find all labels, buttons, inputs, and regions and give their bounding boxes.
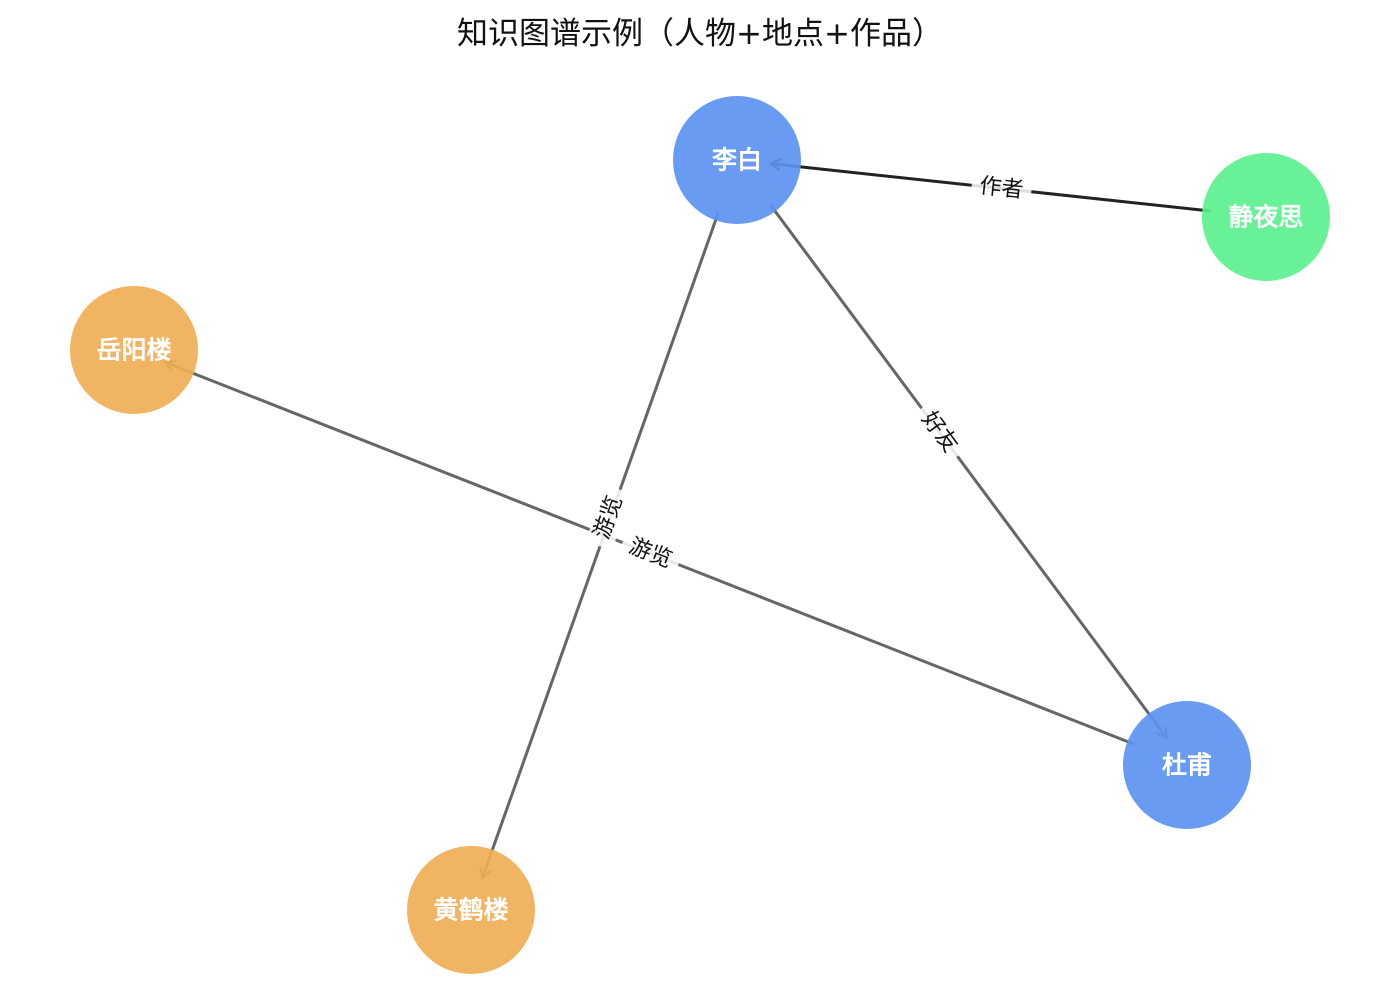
node-circle	[407, 846, 535, 974]
edges-layer	[166, 164, 1211, 878]
node-dufu[interactable]: 杜甫	[1123, 701, 1251, 829]
node-label: 李白	[712, 146, 762, 175]
node-label: 岳阳楼	[96, 336, 171, 365]
edge-label-background	[585, 484, 632, 551]
node-label: 静夜思	[1228, 203, 1303, 232]
node-label: 杜甫	[1162, 751, 1212, 780]
node-label: 黄鹤楼	[433, 896, 508, 925]
node-yueyanglou[interactable]: 岳阳楼	[70, 286, 198, 414]
edge-label-group-visit-yyl: 游览	[617, 529, 684, 578]
node-circle	[1123, 701, 1251, 829]
edge-friend	[769, 204, 1166, 738]
graph-title: 知识图谱示例（人物+地点+作品）	[457, 16, 943, 52]
edge-label-background	[970, 171, 1033, 206]
edge-label-group-author: 作者	[970, 171, 1033, 206]
edge-label: 作者	[978, 174, 1024, 204]
node-circle	[673, 96, 801, 224]
node-libai[interactable]: 李白	[673, 96, 801, 224]
edge-label-background	[617, 529, 684, 578]
node-huanghelou[interactable]: 黄鹤楼	[407, 846, 535, 974]
node-circle	[1202, 153, 1330, 281]
node-jingyesi[interactable]: 静夜思	[1202, 153, 1330, 281]
node-circle	[70, 286, 198, 414]
edge-label-background	[910, 399, 969, 465]
edge-label-group-friend: 好友	[910, 399, 969, 465]
